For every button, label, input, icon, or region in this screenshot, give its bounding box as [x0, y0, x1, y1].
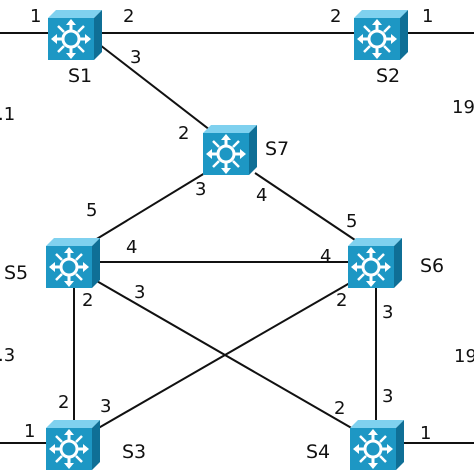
port-label-s4-s5: 2 [334, 398, 345, 419]
switch-s7[interactable] [203, 125, 257, 176]
port-label-s1-s2: 2 [123, 6, 134, 27]
port-label-s3-left: 1 [24, 421, 35, 442]
port-label-s2-right: 1 [422, 6, 433, 27]
port-label-s2-s1: 2 [330, 6, 341, 27]
port-label-s5-s3: 2 [82, 290, 93, 311]
port-label-s5-s7: 5 [86, 200, 97, 221]
port-label-s3-s5: 2 [58, 392, 69, 413]
switch-s5[interactable] [46, 238, 100, 289]
cut-text-left-lower: .3 [0, 345, 15, 366]
port-label-s3-s6: 3 [100, 396, 111, 417]
port-label-s1-s7: 3 [130, 47, 141, 68]
port-label-s4-right: 1 [420, 423, 431, 444]
switch-label-s2: S2 [376, 65, 400, 87]
cut-text-right-lower: 19 [454, 346, 474, 367]
link-s6-s3 [94, 279, 356, 431]
port-label-s7-s5: 3 [195, 179, 206, 200]
port-label-s6-s7: 5 [346, 211, 357, 232]
port-label-s7-s1: 2 [178, 123, 189, 144]
link-s7-s5 [94, 172, 206, 241]
link-s7-s6 [254, 172, 356, 241]
port-label-s5-s4: 3 [134, 282, 145, 303]
port-label-s6-s4: 3 [382, 302, 393, 323]
switch-label-s1: S1 [68, 65, 92, 87]
port-label-s6-s5: 4 [320, 246, 331, 267]
port-label-s4-s6: 3 [382, 386, 393, 407]
switch-s1[interactable] [48, 10, 102, 61]
switch-s3[interactable] [46, 420, 100, 471]
switch-label-s3: S3 [122, 441, 146, 463]
switch-s4[interactable] [350, 420, 404, 471]
switch-label-s5: S5 [4, 262, 28, 284]
switch-label-s4: S4 [306, 441, 330, 463]
links [0, 32, 474, 444]
port-label-s1-left: 1 [30, 6, 41, 27]
switch-s6[interactable] [348, 238, 402, 289]
port-label-s7-s6: 4 [256, 185, 267, 206]
link-s1-s7 [99, 44, 211, 131]
port-label-s5-s6: 4 [126, 237, 137, 258]
cut-text-left-upper: .1 [0, 104, 15, 125]
switch-label-s7: S7 [265, 138, 289, 160]
switch-s2[interactable] [354, 10, 408, 61]
port-label-s6-s3: 2 [336, 290, 347, 311]
cut-text-right-upper: 19 [452, 97, 474, 118]
switch-label-s6: S6 [420, 255, 444, 277]
